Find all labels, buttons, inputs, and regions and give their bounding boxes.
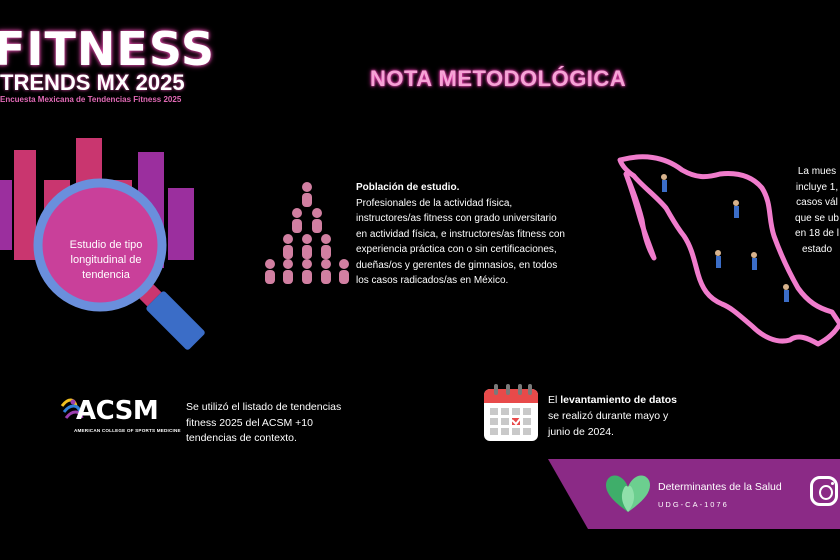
bar-2 [14, 150, 36, 260]
footer-code: UDG-CA-1076 [658, 500, 729, 509]
logo-fitness: FITNESS [0, 22, 216, 76]
people-pyramid-icon [265, 182, 349, 284]
logo-subtitle: Encuesta Mexicana de Tendencias Fitness … [0, 95, 182, 104]
sample-text: La mues incluye 1, casos vál que se ub e… [782, 164, 840, 257]
population-body: Profesionales de la actividad física, in… [356, 197, 565, 287]
acsm-text: Se utilizó el listado de tendencias fitn… [186, 401, 342, 444]
page-title: NOTA METODOLÓGICA [370, 66, 627, 91]
acsm-logo-text: ACSM [76, 396, 159, 426]
data-collection-post: se realizó durante mayo y junio de 2024. [548, 410, 669, 438]
mexico-map-icon [617, 154, 840, 347]
study-type-label: Estudio de tipo longitudinal de tendenci… [69, 239, 143, 281]
instagram-icon[interactable] [810, 476, 838, 506]
logo-trends: TRENDS MX 2025 [0, 70, 185, 95]
data-collection-bold: levantamiento de datos [560, 394, 677, 406]
data-collection-text: El levantamiento de datos se realizó dur… [548, 392, 683, 440]
bar-7 [168, 188, 194, 260]
sample-line: incluye 1, [795, 181, 839, 193]
sample-line: La mues [797, 166, 837, 177]
acsm-logo-sub: AMERICAN COLLEGE OF SPORTS MEDICINE [74, 428, 181, 433]
calendar-icon [484, 384, 538, 441]
sample-line: casos vál [796, 197, 838, 208]
population-heading: Población de estudio. [356, 182, 460, 193]
magnifier-icon [0, 138, 205, 350]
bar-1 [0, 180, 12, 250]
data-collection-pre: El [548, 394, 561, 406]
footer-org: Determinantes de la Salud [658, 481, 782, 493]
sample-line: estado [801, 243, 833, 255]
heart-logo-icon [606, 475, 650, 512]
sample-line: en 18 de l [795, 228, 839, 239]
footer-band [548, 459, 840, 529]
sample-line: que se ub [795, 212, 839, 224]
acsm-logo [60, 398, 84, 419]
population-block: Población de estudio. Profesionales de l… [356, 180, 566, 289]
